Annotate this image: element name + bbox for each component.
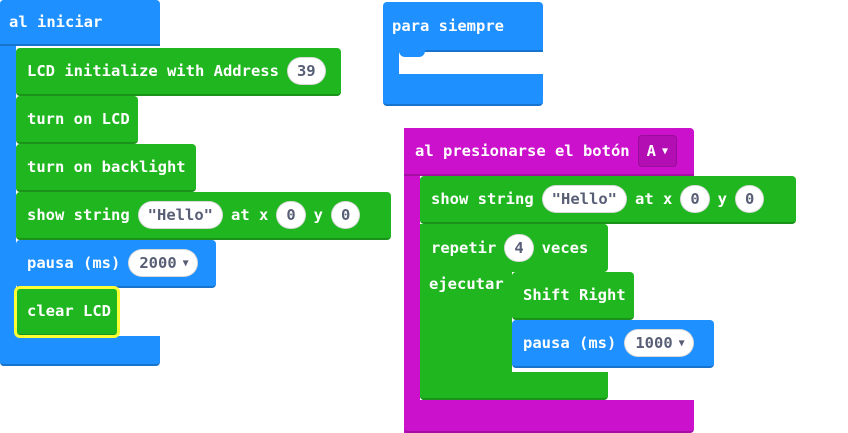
caret-down-icon: ▼ — [678, 337, 685, 349]
lcd-address-input[interactable]: 39 — [286, 57, 326, 85]
on-start-label: al iniciar — [9, 13, 103, 31]
pause-label: pausa (ms) — [27, 254, 121, 272]
show-string-label: show string — [431, 190, 534, 208]
show-string-block-start[interactable]: show string "Hello" at x 0 y 0 — [16, 192, 391, 240]
on-button-spine — [404, 128, 420, 433]
show-string-label: show string — [27, 206, 130, 224]
pause-label: pausa (ms) — [523, 334, 617, 352]
forever-hat[interactable]: para siempre — [383, 2, 543, 52]
turn-on-lcd-block[interactable]: turn on LCD — [16, 96, 138, 144]
forever-empty-slot-notch — [399, 50, 425, 57]
repeat-block[interactable]: repetir 4 veces — [420, 224, 608, 272]
on-button-label: al presionarse el botón — [415, 142, 630, 160]
repeat-label: repetir — [431, 239, 497, 257]
pause-block-button[interactable]: pausa (ms) 1000 ▼ — [512, 320, 714, 368]
forever-label: para siempre — [392, 17, 504, 35]
button-selector-dropdown[interactable]: A ▼ — [637, 135, 678, 167]
turn-on-backlight-label: turn on backlight — [27, 158, 186, 176]
pause-duration-dropdown[interactable]: 1000 ▼ — [624, 329, 694, 357]
repeat-do-label: ejecutar — [429, 275, 504, 293]
caret-down-icon: ▼ — [182, 257, 189, 269]
pause-duration-value: 1000 — [635, 334, 673, 352]
at-x-label: at x — [230, 206, 269, 224]
shift-right-block[interactable]: Shift Right — [512, 272, 634, 320]
turn-on-backlight-block[interactable]: turn on backlight — [16, 144, 196, 192]
caret-down-icon: ▼ — [661, 145, 669, 157]
turn-on-lcd-label: turn on LCD — [27, 110, 130, 128]
pause-block-start[interactable]: pausa (ms) 2000 ▼ — [16, 240, 216, 288]
repeat-count-input[interactable]: 4 — [504, 234, 534, 262]
y-label: y — [717, 190, 727, 208]
string-input[interactable]: "Hello" — [137, 201, 223, 229]
repeat-times-label: veces — [541, 239, 589, 257]
on-start-hat[interactable]: al iniciar — [0, 0, 160, 46]
forever-footer[interactable] — [383, 74, 543, 106]
y-input[interactable]: 0 — [331, 201, 361, 229]
pause-duration-value: 2000 — [139, 254, 177, 272]
string-input[interactable]: "Hello" — [541, 185, 627, 213]
on-start-spine — [0, 0, 16, 366]
on-button-footer[interactable] — [404, 400, 694, 433]
x-input[interactable]: 0 — [276, 201, 306, 229]
on-button-hat[interactable]: al presionarse el botón A ▼ — [404, 128, 694, 176]
shift-right-label: Shift Right — [523, 286, 626, 304]
repeat-footer[interactable] — [420, 372, 608, 400]
button-selector-value: A — [646, 142, 656, 160]
pause-duration-dropdown[interactable]: 2000 ▼ — [128, 249, 198, 277]
x-input[interactable]: 0 — [680, 185, 710, 213]
forever-spine — [383, 50, 399, 76]
on-start-footer[interactable] — [0, 336, 160, 366]
lcd-initialize-label: LCD initialize with Address — [27, 62, 279, 80]
at-x-label: at x — [634, 190, 673, 208]
lcd-initialize-block[interactable]: LCD initialize with Address 39 — [16, 48, 341, 96]
clear-lcd-label: clear LCD — [27, 302, 111, 320]
y-input[interactable]: 0 — [735, 185, 765, 213]
clear-lcd-block[interactable]: clear LCD — [14, 286, 120, 338]
show-string-block-button[interactable]: show string "Hello" at x 0 y 0 — [420, 176, 796, 224]
y-label: y — [313, 206, 323, 224]
